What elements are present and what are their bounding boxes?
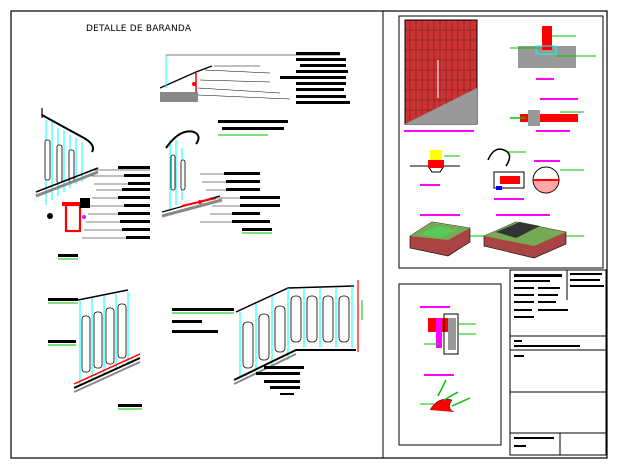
- handrail-section-left: [35, 108, 150, 260]
- railing-elevation-large: [172, 280, 363, 395]
- details-panel-top: [398, 15, 604, 269]
- mesh-detail: [404, 19, 478, 132]
- ground-block-detail-b: [483, 214, 584, 259]
- wall-anchor-detail: [420, 306, 476, 355]
- drawing-title: DETALLE DE BARANDA: [86, 24, 192, 34]
- ground-block-detail-a: [409, 214, 484, 257]
- anchor-detail-top: [159, 52, 350, 104]
- outer-frame: [10, 10, 608, 459]
- fixing-detail: [420, 374, 471, 413]
- railing-elevation-small: [48, 289, 142, 410]
- round-section-detail: [532, 160, 584, 194]
- weld-detail: [410, 150, 460, 186]
- bolt-detail: [510, 98, 584, 132]
- title-block: [509, 269, 607, 456]
- handrail-profile-detail: [487, 148, 526, 200]
- handrail-section-middle: [161, 120, 288, 234]
- details-panel-bottom: [398, 283, 502, 446]
- post-base-detail: [510, 26, 596, 80]
